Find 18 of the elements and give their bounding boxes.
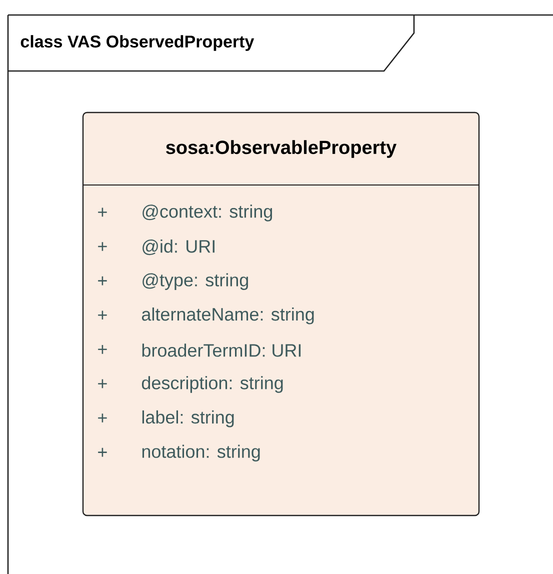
visibility-marker: +	[98, 208, 107, 217]
visibility-marker: +	[98, 310, 107, 320]
visibility-marker: +	[98, 276, 107, 286]
attribute: notation: string	[142, 444, 260, 462]
visibility-marker: +	[98, 448, 107, 457]
attribute: label: string	[142, 410, 234, 428]
class-box	[82, 112, 480, 516]
attribute: description: string	[142, 376, 283, 393]
attribute: @type: string	[142, 273, 248, 290]
visibility-marker: +	[98, 242, 107, 251]
visibility-marker: +	[98, 345, 107, 354]
attribute: alternateName: string	[142, 308, 314, 324]
visibility-marker: +	[98, 414, 107, 422]
class-name: sosa:ObservableProperty	[166, 140, 396, 158]
attribute: @id: URI	[142, 240, 214, 256]
attribute: @context: string	[142, 204, 272, 222]
visibility-marker: +	[98, 379, 107, 388]
attribute: broaderTermID: URI	[142, 344, 301, 357]
